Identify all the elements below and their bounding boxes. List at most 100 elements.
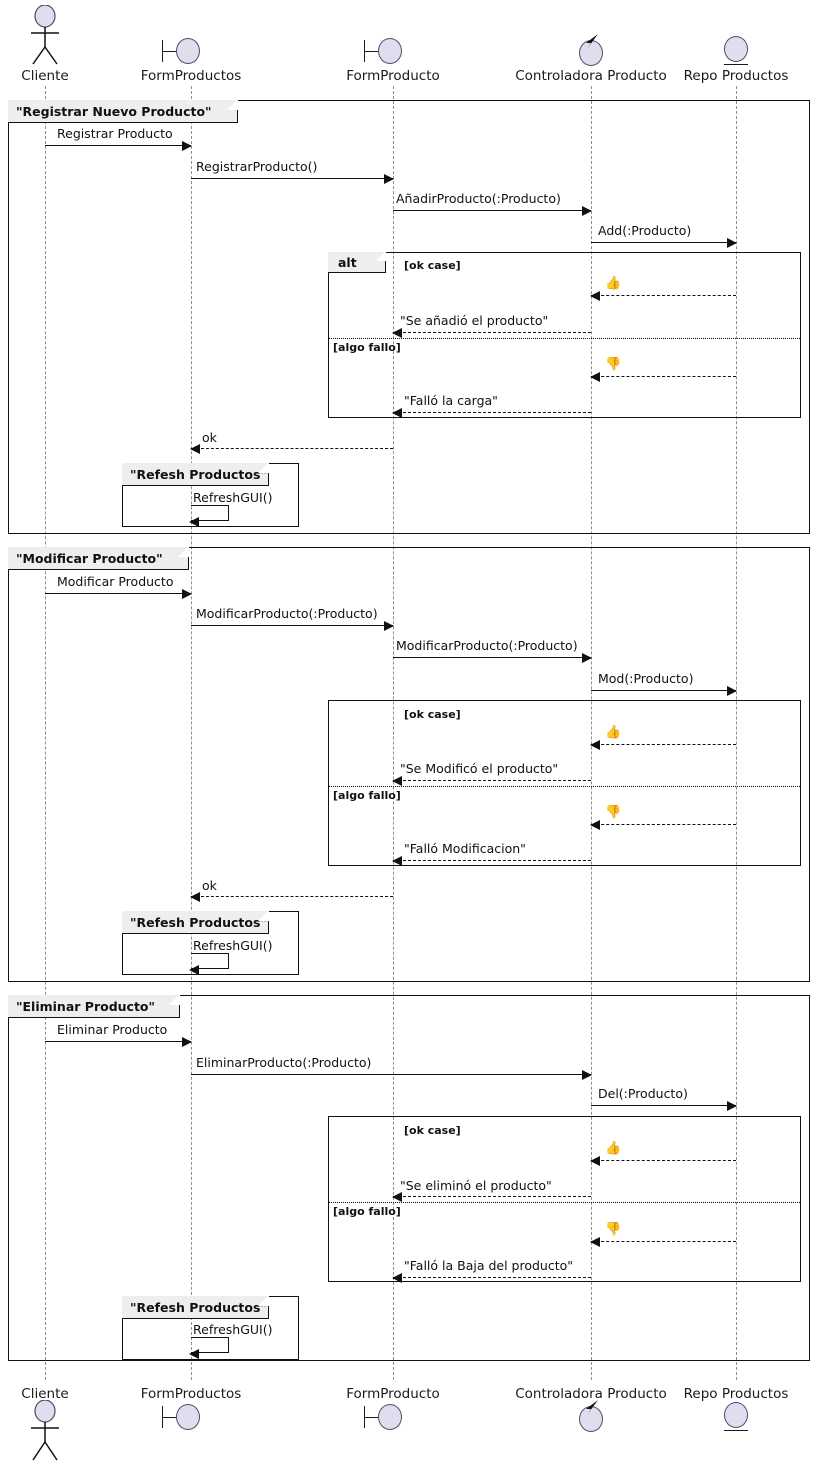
participant-cliente-icon-top: [23, 4, 67, 69]
group-frame-eliminar: [8, 995, 810, 1361]
message-arrow: [45, 141, 192, 151]
boundary-circle-icon: [378, 38, 402, 64]
lifeline-cliente: [45, 86, 46, 1380]
boundary-circle-icon: [378, 1404, 402, 1430]
arrowhead-left-icon: [590, 1156, 600, 1166]
arrowhead-left-icon: [392, 776, 402, 786]
message-label: ModificarProducto(:Producto): [396, 638, 578, 653]
alt-condition-label: [ok case]: [404, 259, 461, 272]
arrowhead-right-icon: [727, 238, 737, 248]
arrowhead-right-icon: [384, 621, 394, 631]
self-message-loop: [189, 953, 229, 975]
message-arrow: [392, 1192, 591, 1202]
arrowhead-right-icon: [182, 589, 192, 599]
message-arrow: [392, 408, 591, 418]
thumbs-down-icon: 👎: [605, 1222, 622, 1237]
message-arrow: [191, 1070, 592, 1080]
nested-group-label: "Refesh Productos": [130, 914, 267, 930]
message-arrow: [590, 372, 736, 382]
self-message-loop: [189, 1337, 229, 1359]
arrowhead-right-icon: [384, 174, 394, 184]
message-arrow: [190, 444, 393, 454]
message-label: ok: [202, 878, 217, 893]
thumbs-down-icon: 👎: [605, 357, 622, 372]
actor-stickman-icon: [31, 4, 59, 65]
arrowhead-left-icon: [189, 1349, 199, 1359]
arrowhead-right-icon: [582, 653, 592, 663]
alt-condition-label: [ok case]: [404, 1124, 461, 1137]
alt-condition-label: [ok case]: [404, 708, 461, 721]
arrowhead-left-icon: [392, 1273, 402, 1283]
message-arrow: [45, 589, 192, 599]
participant-cliente-icon-bottom: [23, 1399, 67, 1466]
participant-label-cliente-top: Cliente: [21, 68, 69, 84]
message-arrow: [591, 1101, 737, 1111]
participant-label-formproducto-top: FormProducto: [346, 68, 440, 84]
group-tab-modificar: "Modificar Producto": [8, 546, 189, 570]
entity-underline-icon: [724, 64, 748, 65]
participant-label-controladora-top: Controladora Producto: [515, 68, 667, 84]
boundary-bar-h-icon: [364, 51, 378, 52]
self-message-label: RefreshGUI(): [193, 1322, 273, 1337]
message-arrow: [590, 740, 736, 750]
alt-operator-label: alt: [338, 254, 357, 270]
message-label: Mod(:Producto): [598, 671, 694, 686]
message-label: AñadirProducto(:Producto): [396, 191, 561, 206]
arrowhead-right-icon: [582, 1070, 592, 1080]
self-message-label: RefreshGUI(): [193, 490, 273, 505]
arrowhead-left-icon: [590, 820, 600, 830]
arrowhead-left-icon: [189, 517, 199, 527]
message-label: "Se añadió el producto": [400, 313, 549, 328]
control-circle-icon: [579, 1406, 603, 1432]
entity-circle-icon: [724, 36, 748, 62]
control-arrow-icon: [586, 34, 598, 49]
arrowhead-left-icon: [190, 444, 200, 454]
message-label: EliminarProducto(:Producto): [196, 1055, 372, 1070]
participant-label-formproductos-bottom: FormProductos: [140, 1386, 242, 1402]
entity-underline-icon: [724, 1430, 748, 1431]
arrowhead-left-icon: [392, 856, 402, 866]
group-tab-eliminar: "Eliminar Producto": [8, 994, 180, 1018]
group-label-modificar: "Modificar Producto": [16, 550, 163, 566]
nested-group-tab-refesh: "Refesh Productos": [122, 1295, 269, 1319]
nested-group-tab-refesh: "Refesh Productos": [122, 462, 269, 486]
thumbs-up-icon: 👍: [605, 1141, 622, 1156]
arrowhead-left-icon: [190, 892, 200, 902]
participant-label-repo-bottom: Repo Productos: [683, 1386, 789, 1402]
arrowhead-left-icon: [590, 291, 600, 301]
message-arrow: [591, 238, 737, 248]
entity-circle-icon: [724, 1402, 748, 1428]
arrowhead-right-icon: [182, 1037, 192, 1047]
message-label: "Se eliminó el producto": [400, 1178, 552, 1193]
participant-label-repo-top: Repo Productos: [683, 68, 789, 84]
message-label: ModificarProducto(:Producto): [196, 606, 378, 621]
participant-label-controladora-bottom: Controladora Producto: [515, 1386, 667, 1402]
message-arrow: [392, 856, 591, 866]
participant-label-formproducto-bottom: FormProducto: [346, 1386, 440, 1402]
message-arrow: [590, 1237, 736, 1247]
message-arrow: [190, 892, 393, 902]
message-label: Del(:Producto): [598, 1086, 688, 1101]
control-arrow-icon: [586, 1400, 598, 1415]
message-label: "Se Modificó el producto": [400, 761, 559, 776]
nested-group-label: "Refesh Productos": [130, 1299, 267, 1315]
arrowhead-left-icon: [189, 965, 199, 975]
thumbs-up-icon: 👍: [605, 725, 622, 740]
message-label: "Falló Modificacion": [404, 841, 526, 856]
message-label: Add(:Producto): [598, 223, 692, 238]
arrowhead-right-icon: [582, 206, 592, 216]
nested-group-label: "Refesh Productos": [130, 466, 267, 482]
group-tab-registrar: "Registrar Nuevo Producto": [8, 99, 238, 123]
message-arrow: [590, 1156, 736, 1166]
arrowhead-left-icon: [392, 408, 402, 418]
message-arrow: [591, 686, 737, 696]
nested-group-tab-refesh: "Refesh Productos": [122, 910, 269, 934]
boundary-bar-h-icon: [162, 51, 176, 52]
alt-condition-label: [algo fallo]: [333, 341, 401, 354]
alt-fragment-divider: [329, 1202, 800, 1203]
arrowhead-left-icon: [392, 1192, 402, 1202]
message-arrow: [393, 206, 592, 216]
message-arrow: [191, 174, 394, 184]
lifeline-controladora: [591, 86, 592, 1380]
